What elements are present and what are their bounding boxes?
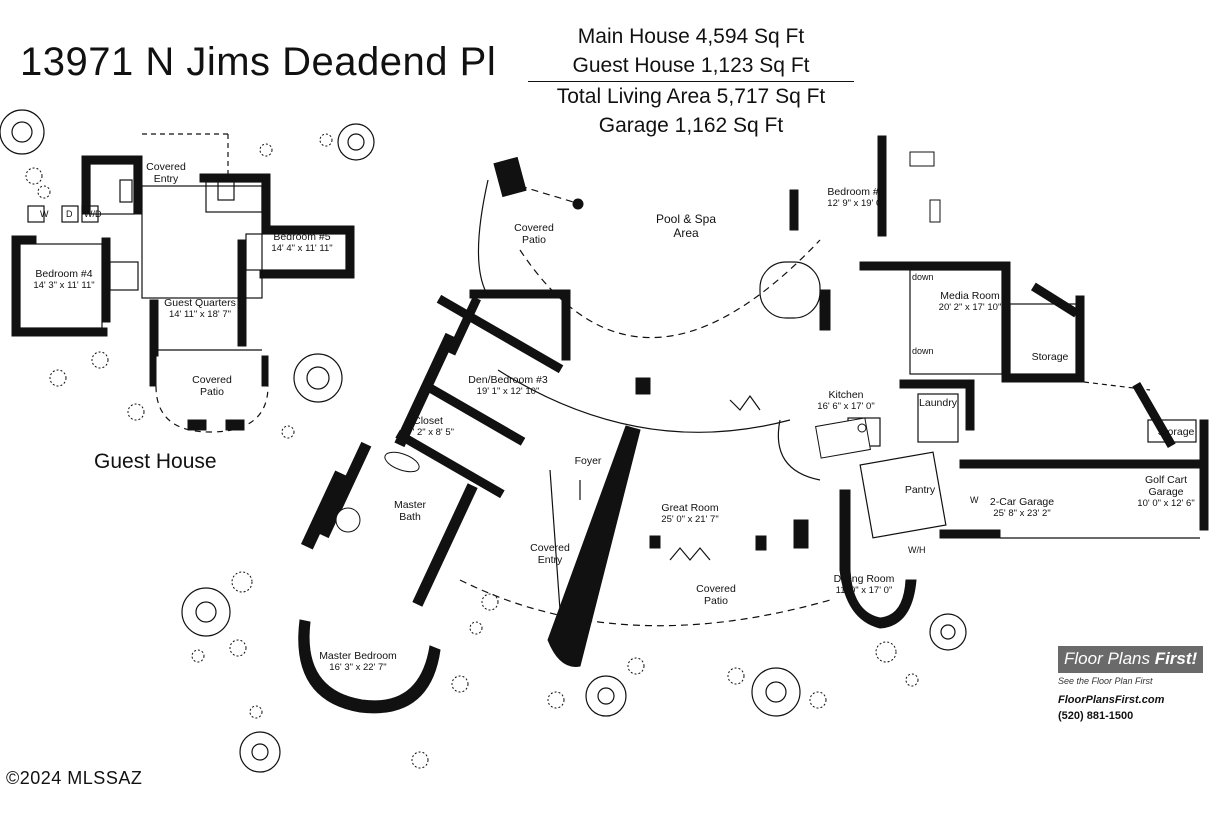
room-dimensions: 17' 2" x 8' 5" xyxy=(401,427,455,438)
main-house-area: Main House 4,594 Sq Ft xyxy=(577,25,805,48)
room-dimensions: 14' 4" x 11' 11" xyxy=(271,243,333,254)
great-room-label: Great Room 25' 0" x 21' 7" xyxy=(661,502,718,526)
kitchen-label: Kitchen 16' 6" x 17' 0" xyxy=(817,389,874,413)
covered-entry-label: Covered Entry xyxy=(530,542,570,566)
gh-covered-entry-label: Covered Entry xyxy=(146,161,186,185)
gh-washer-dryer-label: W/D xyxy=(84,209,102,219)
pool-spa-label: Pool & Spa Area xyxy=(655,212,717,240)
room-dimensions: 16' 6" x 17' 0" xyxy=(817,401,875,412)
room-name: Media Room xyxy=(940,290,1000,302)
water-heater-label: W/H xyxy=(908,545,926,555)
room-name: Closet xyxy=(413,415,443,427)
floor-plans-first-logo: Floor Plans First! See the Floor Plan Fi… xyxy=(1058,646,1204,722)
property-address: 13971 N Jims Deadend Pl xyxy=(20,40,497,84)
foyer-label: Foyer xyxy=(574,455,602,467)
room-dimensions: 14' 11" x 18' 7" xyxy=(169,309,231,320)
covered-patio-north-label: Covered Patio xyxy=(514,222,554,246)
logo-url: FloorPlansFirst.com xyxy=(1058,694,1165,706)
closet-label: Closet 17' 2" x 8' 5" xyxy=(402,415,454,439)
logo-brand-accent: First! xyxy=(1154,649,1198,668)
room-dimensions: 14' 3" x 11' 11" xyxy=(33,280,95,291)
guest-house-thin-lines xyxy=(19,133,347,433)
golf-cart-garage-label: Golf Cart Garage 10' 0" x 12' 6" xyxy=(1137,474,1194,510)
main-house-walls xyxy=(298,135,1209,714)
stair-down-label: down xyxy=(912,346,934,356)
room-name: Den/Bedroom #3 xyxy=(468,374,548,386)
logo-tagline: See the Floor Plan First xyxy=(1058,676,1153,686)
room-name: 2-Car Garage xyxy=(989,496,1055,508)
gh-covered-patio-label: Covered Patio xyxy=(192,374,232,398)
room-name: Bedroom #5 xyxy=(273,231,331,243)
guest-house-area: Guest House 1,123 Sq Ft xyxy=(572,54,810,77)
room-name: Bedroom #4 xyxy=(35,268,93,280)
guest-house-walls xyxy=(11,155,355,431)
washer-label: W xyxy=(970,495,979,505)
room-dimensions: 25' 8" x 23' 2" xyxy=(993,508,1051,519)
master-bath-label: Master Bath xyxy=(393,499,427,523)
master-bedroom-label: Master Bedroom 16' 3" x 22' 7" xyxy=(319,650,397,674)
fixtures xyxy=(335,151,941,533)
room-name: Master Bedroom xyxy=(319,650,397,662)
room-name: Kitchen xyxy=(828,389,864,401)
room-dimensions: 20' 2" x 17' 10" xyxy=(938,302,1002,313)
pantry-label: Pantry xyxy=(904,484,936,496)
covered-patio-south-label: Covered Patio xyxy=(696,583,736,607)
gh-guest-quarters-label: Guest Quarters 14' 11" x 18' 7" xyxy=(164,297,236,321)
room-dimensions: 25' 0" x 21' 7" xyxy=(661,514,719,525)
media-room-label: Media Room 20' 2" x 17' 10" xyxy=(939,290,1002,314)
guest-house-caption: Guest House xyxy=(94,450,217,473)
stair-down-label: down xyxy=(912,272,934,282)
room-name: Guest Quarters xyxy=(164,297,236,309)
room-dimensions: 11' 0" x 17' 0" xyxy=(835,585,893,596)
room-dimensions: 19' 1" x 12' 10" xyxy=(476,386,540,397)
two-car-garage-label: 2-Car Garage 25' 8" x 23' 2" xyxy=(990,496,1054,520)
laundry-label: Laundry xyxy=(919,397,957,409)
total-living-area: Total Living Area 5,717 Sq Ft xyxy=(556,85,826,108)
gh-dryer-label: D xyxy=(66,209,73,219)
room-dimensions: 12' 9" x 19' 0" xyxy=(827,198,885,209)
logo-badge: Floor Plans First! xyxy=(1058,646,1204,673)
storage-label: Storage xyxy=(1031,351,1069,363)
area-summary: Main House 4,594 Sq Ft Guest House 1,123… xyxy=(528,22,854,140)
room-name: Great Room xyxy=(661,502,719,514)
room-dimensions: 16' 3" x 22' 7" xyxy=(329,662,387,673)
gh-washer-label: W xyxy=(40,209,49,219)
landscape-shrubs xyxy=(25,133,919,769)
den-bedroom3-label: Den/Bedroom #3 19' 1" x 12' 10" xyxy=(468,374,547,398)
gh-bedroom5-label: Bedroom #5 14' 4" x 11' 11" xyxy=(271,231,332,255)
room-name: Dining Room xyxy=(833,573,895,585)
copyright-watermark: ©2024 MLSSAZ xyxy=(6,768,143,788)
garage-area: Garage 1,162 Sq Ft xyxy=(598,114,784,137)
logo-brand-text: Floor Plans xyxy=(1064,649,1155,668)
room-name: Bedroom #2 xyxy=(827,186,885,198)
room-dimensions: 10' 0" x 12' 6" xyxy=(1137,498,1195,509)
main-house-thin-lines xyxy=(459,179,1200,627)
summary-divider xyxy=(528,81,854,82)
landscape-trees xyxy=(0,109,967,773)
room-name: Golf Cart Garage xyxy=(1144,474,1188,498)
dining-room-label: Dining Room 11' 0" x 17' 0" xyxy=(834,573,895,597)
bedroom2-label: Bedroom #2 12' 9" x 19' 0" xyxy=(827,186,884,210)
logo-phone: (520) 881-1500 xyxy=(1058,710,1134,722)
storage-label: Storage xyxy=(1157,426,1195,438)
gh-bedroom4-label: Bedroom #4 14' 3" x 11' 11" xyxy=(33,268,94,292)
